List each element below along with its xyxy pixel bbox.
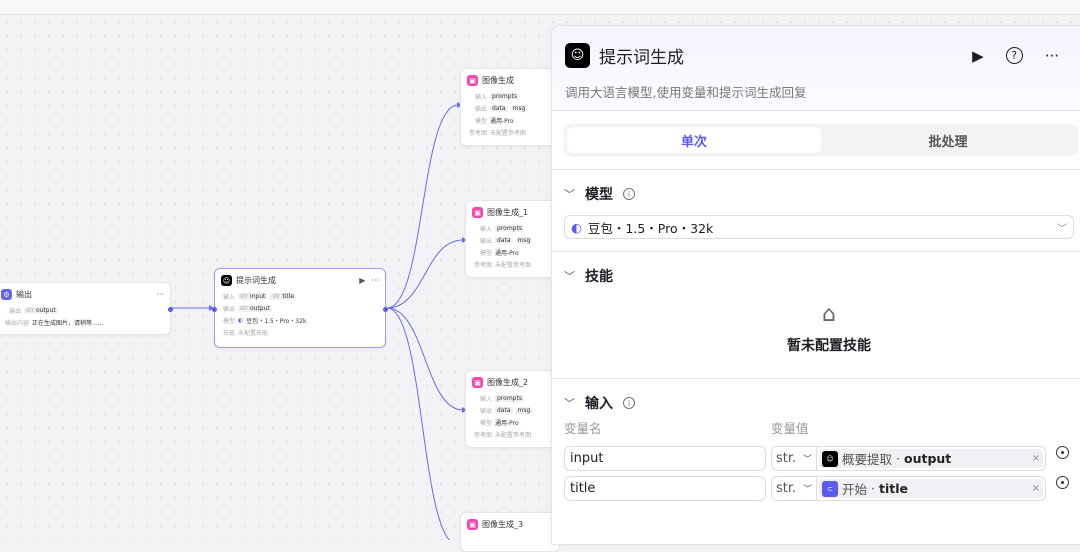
- input-port[interactable]: [212, 307, 217, 312]
- output-port[interactable]: [383, 307, 388, 312]
- panel-description: 调用大语言模型,使用变量和提示词生成回复: [565, 85, 807, 100]
- clear-icon[interactable]: ×: [1031, 483, 1040, 494]
- start-icon: ⊂: [822, 480, 838, 497]
- chevron-down-icon[interactable]: ﹀: [564, 270, 575, 283]
- prompt-node-icon: ☺: [822, 450, 838, 467]
- target-icon[interactable]: [1056, 476, 1069, 489]
- variable-name-input[interactable]: input: [564, 446, 766, 471]
- edge-prompt-image-1: [386, 239, 464, 309]
- info-icon[interactable]: i: [623, 188, 635, 200]
- edge-prompt-image-3: [386, 307, 451, 540]
- variable-reference[interactable]: ☺概要提取·output×: [819, 449, 1043, 468]
- top-bar: [0, 0, 1080, 15]
- panel-title[interactable]: 提示词生成: [599, 48, 684, 68]
- image-icon: ▣: [467, 75, 478, 86]
- prompt-node-icon: ☺: [221, 275, 232, 286]
- type-select[interactable]: str.﹀: [772, 477, 817, 500]
- chevron-down-icon[interactable]: ﹀: [564, 397, 575, 410]
- empty-box-icon: ⌂: [822, 302, 836, 327]
- variable-name-input[interactable]: title: [564, 476, 766, 501]
- variable-reference[interactable]: ⊂开始·title×: [819, 479, 1043, 498]
- run-icon[interactable]: ▶: [359, 276, 366, 285]
- doubao-icon: ◐: [571, 219, 582, 235]
- variable-row: title str.﹀ ⊂开始·title×: [564, 476, 1075, 501]
- type-select[interactable]: str.﹀: [772, 447, 817, 470]
- skill-section: ﹀技能 ⌂暂未配置技能: [552, 251, 1080, 378]
- image-icon: ▣: [472, 207, 483, 218]
- clear-icon[interactable]: ×: [1031, 453, 1040, 464]
- target-icon[interactable]: [1056, 446, 1069, 459]
- info-icon[interactable]: i: [623, 397, 635, 409]
- edges: [172, 102, 467, 540]
- more-icon[interactable]: ···: [371, 276, 379, 285]
- node-title: 输出: [16, 290, 32, 299]
- doubao-icon: ◐: [238, 317, 244, 324]
- more-icon[interactable]: ···: [156, 290, 164, 299]
- edge-prompt-image-2: [386, 307, 464, 411]
- model-select[interactable]: ◐豆包・1.5・Pro・32k﹀: [564, 215, 1074, 239]
- tab-batch[interactable]: 批处理: [928, 134, 968, 150]
- mode-tabs: 单次 批处理: [564, 124, 1078, 156]
- node-config-panel: ☺ 提示词生成 ▶? ··· 调用大语言模型,使用变量和提示词生成回复 单次 批处理…: [551, 25, 1080, 545]
- image-node[interactable]: ▣图像生成_3: [460, 512, 560, 552]
- image-icon: ▣: [467, 519, 478, 530]
- chevron-down-icon[interactable]: ﹀: [564, 188, 575, 201]
- tab-single[interactable]: 单次: [567, 127, 821, 153]
- output-port[interactable]: [168, 307, 173, 312]
- prompt-node-icon: ☺: [565, 43, 590, 68]
- image-icon: ▣: [472, 377, 483, 388]
- help-icon[interactable]: ?: [1005, 47, 1023, 64]
- run-icon[interactable]: ▶: [972, 46, 984, 65]
- chevron-down-icon: ﹀: [1057, 223, 1067, 235]
- variable-row: input str.﹀ ☺概要提取·output×: [564, 446, 1075, 471]
- more-icon[interactable]: ···: [1044, 46, 1059, 65]
- output-node-icon: ⚙: [1, 289, 12, 300]
- edge-prompt-image: [386, 104, 459, 309]
